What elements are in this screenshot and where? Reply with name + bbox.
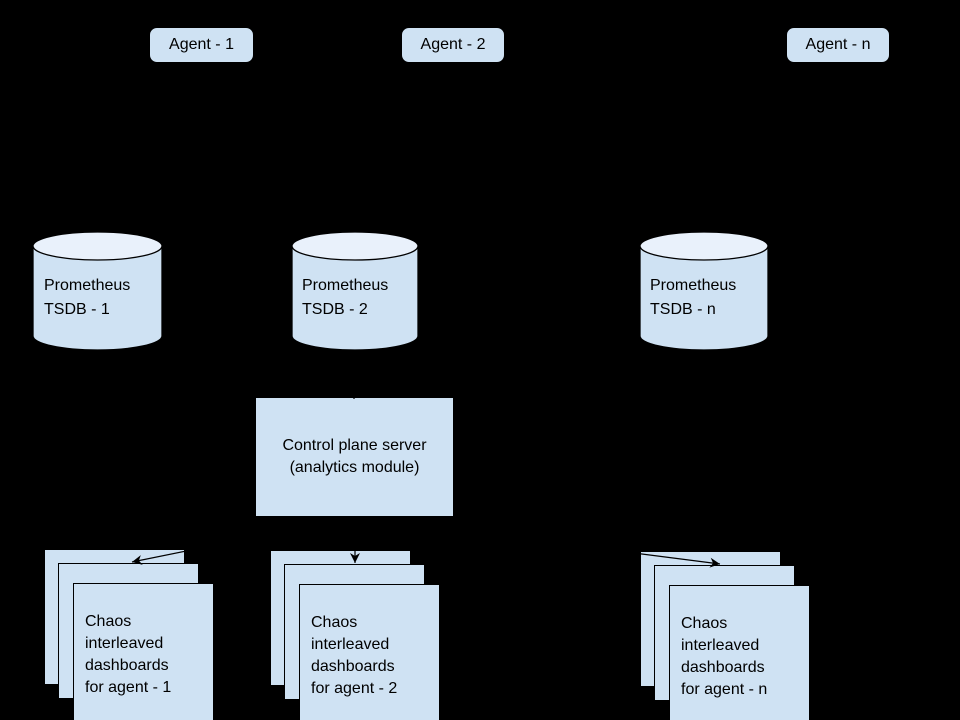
dashboard-label-line1: Chaos	[311, 614, 358, 631]
tsdb-label-2: Prometheus TSDB - 2	[302, 274, 388, 322]
dashboard-label-line4: for agent - 2	[311, 680, 398, 697]
dashboard-label-line1: Chaos	[681, 615, 728, 632]
dashboard-label-line3: dashboards	[85, 657, 169, 674]
dashboard-label-line4: for agent - n	[681, 681, 768, 698]
tsdb-label-line1: Prometheus	[44, 277, 131, 294]
tsdb-label-line2: TSDB - 2	[302, 301, 368, 318]
agent-node-1: Agent - 1	[149, 27, 254, 63]
dashboard-label-line2: interleaved	[681, 637, 760, 654]
dashboard-label-line1: Chaos	[85, 613, 132, 630]
dashboard-label-line4: for agent - 1	[85, 679, 172, 696]
cylinder-top	[291, 231, 419, 261]
control-plane-line2: (analytics module)	[289, 459, 420, 476]
control-plane-node: Control plane server (analytics module)	[255, 397, 454, 517]
cylinder-top	[639, 231, 769, 261]
dashboard-label-line2: interleaved	[85, 635, 164, 652]
agent-node-n: Agent - n	[786, 27, 890, 63]
agent-label: Agent - n	[805, 36, 871, 53]
tsdb-label-line2: TSDB - n	[650, 301, 716, 318]
dashboard-page-front-1: Chaos interleaved dashboards for agent -…	[73, 583, 214, 720]
tsdb-label-line2: TSDB - 1	[44, 301, 110, 318]
agent-label: Agent - 2	[420, 36, 486, 53]
cylinder-top	[32, 231, 163, 261]
tsdb-cylinder-n	[639, 231, 769, 351]
tsdb-label-line1: Prometheus	[302, 277, 389, 294]
dashboard-page-front-n: Chaos interleaved dashboards for agent -…	[669, 585, 810, 720]
dashboard-label-line3: dashboards	[681, 659, 765, 676]
agent-node-2: Agent - 2	[401, 27, 505, 63]
dashboard-label-line3: dashboards	[311, 658, 395, 675]
tsdb-cylinder-1	[32, 231, 163, 351]
tsdb-label-1: Prometheus TSDB - 1	[44, 274, 130, 322]
tsdb-label-n: Prometheus TSDB - n	[650, 274, 736, 322]
dashboard-label-line2: interleaved	[311, 636, 390, 653]
dashboard-page-front-2: Chaos interleaved dashboards for agent -…	[299, 584, 440, 720]
tsdb-label-line1: Prometheus	[650, 277, 737, 294]
tsdb-cylinder-2	[291, 231, 419, 351]
agent-label: Agent - 1	[169, 36, 234, 53]
control-plane-line1: Control plane server	[282, 437, 427, 454]
